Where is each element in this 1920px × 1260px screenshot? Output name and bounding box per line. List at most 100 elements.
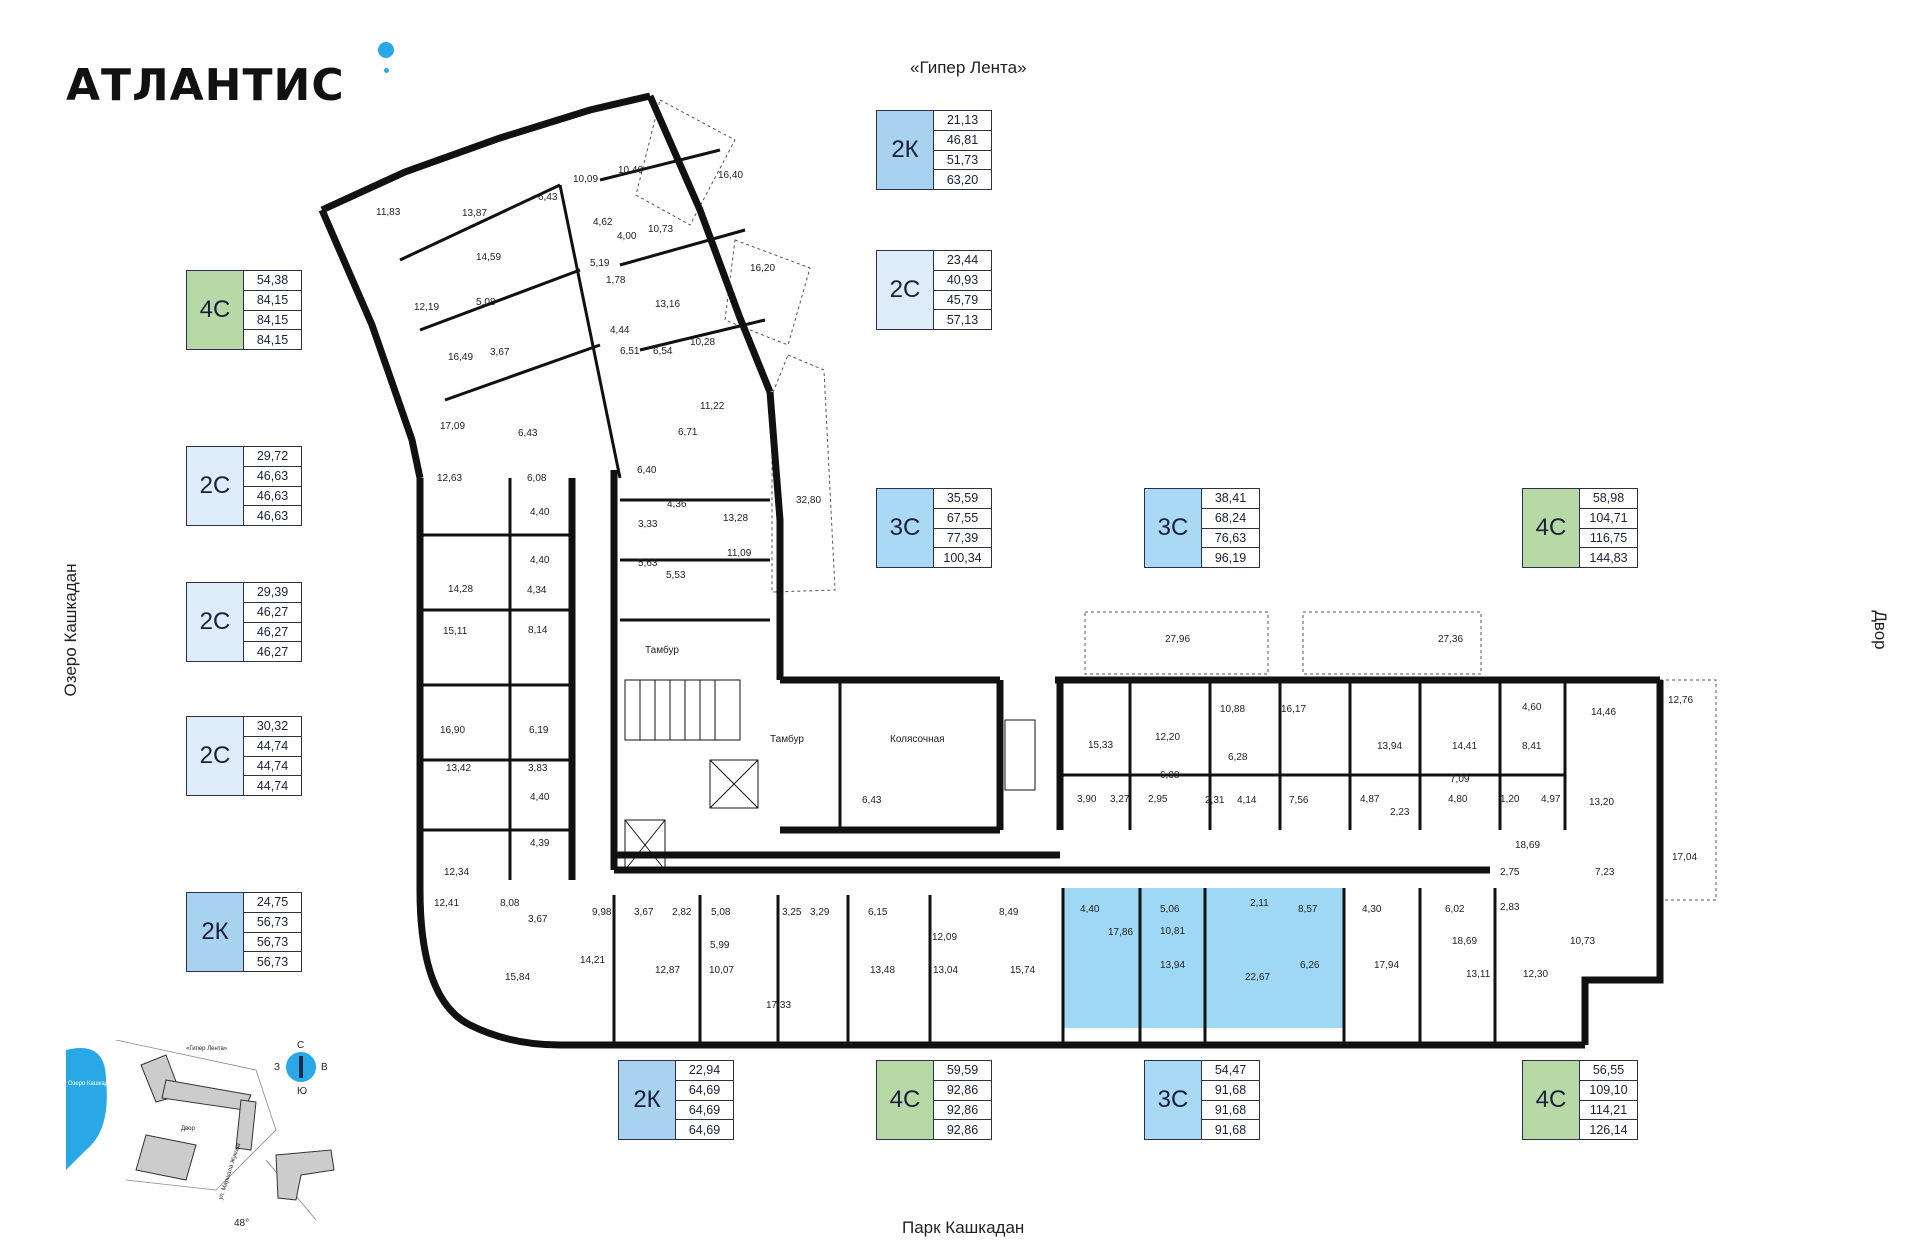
room-area: 2,75	[1500, 867, 1520, 878]
room-area: 6,08	[527, 473, 547, 484]
room-area: 4,44	[610, 325, 630, 336]
room-area: 6,43	[538, 192, 558, 203]
room-area: 8,57	[1298, 904, 1318, 915]
legend-value: 116,75	[1580, 529, 1637, 549]
legend-value: 45,79	[934, 291, 991, 311]
room-area: 13,16	[655, 299, 680, 310]
room-area: 6,71	[678, 427, 698, 438]
room-area: 8,08	[500, 898, 520, 909]
legend-value: 92,86	[934, 1101, 991, 1121]
legend-type: 4С	[877, 1061, 934, 1139]
room-area: 13,48	[870, 965, 895, 976]
legend-value: 35,59	[934, 489, 991, 509]
room-area: 32,80	[796, 495, 821, 506]
mini-map-angle: 48°	[234, 1218, 249, 1229]
room-area: 3,67	[528, 914, 548, 925]
compass-needle	[299, 1056, 303, 1078]
compass-east: В	[321, 1062, 328, 1073]
legend-value: 64,69	[688, 1122, 721, 1137]
legend-value: 77,39	[934, 529, 991, 549]
legend-value: 58,98	[1580, 489, 1637, 509]
room-area: 3,67	[634, 907, 654, 918]
room-area: 3,67	[490, 347, 510, 358]
room-area: 14,59	[476, 252, 501, 263]
room-area: 6,02	[1445, 904, 1465, 915]
room-area: 18,69	[1452, 936, 1477, 947]
legend-type: 2С	[187, 583, 244, 661]
legend-value: 40,93	[934, 271, 991, 291]
room-area: 4,14	[1237, 795, 1257, 806]
legend-type: 2К	[619, 1061, 676, 1139]
legend-value: 51,73	[934, 151, 991, 171]
room-area: 6,19	[529, 725, 549, 736]
room-area: 16,20	[750, 263, 775, 274]
legend-type: 2С	[187, 447, 244, 525]
legend-value: 84,15	[256, 332, 289, 347]
legend-value: 44,74	[256, 778, 289, 793]
room-area: 4,87	[1360, 794, 1380, 805]
stair-core	[624, 679, 1036, 871]
room-area: 13,94	[1160, 960, 1185, 971]
mini-map-lake: Озеро Кашкадан	[68, 1081, 115, 1087]
room-area: 6,15	[868, 907, 888, 918]
legend-value: 84,15	[244, 291, 301, 311]
room-area: 5,08	[476, 297, 496, 308]
room-area: 17,86	[1108, 927, 1133, 938]
room-area: 1,78	[606, 275, 626, 286]
legend-type: 2С	[877, 251, 934, 329]
legend-value: 91,68	[1202, 1081, 1259, 1101]
room-area: 4,34	[527, 585, 547, 596]
legend-value: 30,32	[244, 717, 301, 737]
legend-value: 92,86	[934, 1081, 991, 1101]
room-area: 3,83	[528, 763, 548, 774]
room-area: 8,49	[999, 907, 1019, 918]
room-area: 7,23	[1595, 867, 1615, 878]
walls	[318, 92, 1664, 1049]
legend-type: 4С	[1523, 1061, 1580, 1139]
legend-value: 23,44	[934, 251, 991, 271]
room-area: 9,98	[592, 907, 612, 918]
room-area: 16,40	[718, 170, 743, 181]
room-area: 12,76	[1668, 695, 1693, 706]
legend-value: 46,63	[244, 467, 301, 487]
legend-type: 3С	[877, 489, 934, 567]
legend-value: 67,55	[934, 509, 991, 529]
site-mini-map: Озеро Кашкадан «Гипер Лента» Двор ул. Ма…	[66, 1040, 335, 1229]
legend-value: 24,75	[244, 893, 301, 913]
room-area: 13,42	[446, 763, 471, 774]
legend-value: 46,27	[256, 644, 289, 659]
legend-value: 104,71	[1580, 509, 1637, 529]
room-area: 11,22	[700, 401, 725, 412]
room-area: 10,07	[709, 965, 734, 976]
room-area: 6,28	[1228, 752, 1248, 763]
legend-value: 91,68	[1202, 1101, 1259, 1121]
legend-value: 59,59	[934, 1061, 991, 1081]
room-area: 1,20	[1500, 794, 1520, 805]
legend-value: 29,72	[244, 447, 301, 467]
room-area: 5,06	[1160, 904, 1180, 915]
legend-value: 46,63	[244, 487, 301, 507]
mini-map-store: «Гипер Лента»	[186, 1046, 228, 1052]
room-area: 10,09	[573, 174, 598, 185]
room-area: 15,74	[1010, 965, 1035, 976]
legend-value: 91,68	[1214, 1122, 1247, 1137]
room-area: 10,88	[1220, 704, 1245, 715]
room-area: 16,17	[1281, 704, 1306, 715]
room-area: 16,49	[448, 352, 473, 363]
room-area: 4,00	[617, 231, 637, 242]
compass-north: С	[297, 1040, 305, 1051]
legend-value: 109,10	[1580, 1081, 1637, 1101]
lake-shape	[66, 1048, 107, 1170]
room-area: 6,43	[862, 795, 882, 806]
room-area: 3,90	[1077, 794, 1097, 805]
legend-type: 2К	[877, 111, 934, 189]
legend-value: 84,15	[244, 311, 301, 331]
room-area: 12,30	[1523, 969, 1548, 980]
legend-type: 3С	[1145, 1061, 1202, 1139]
legend-value: 44,74	[244, 757, 301, 777]
